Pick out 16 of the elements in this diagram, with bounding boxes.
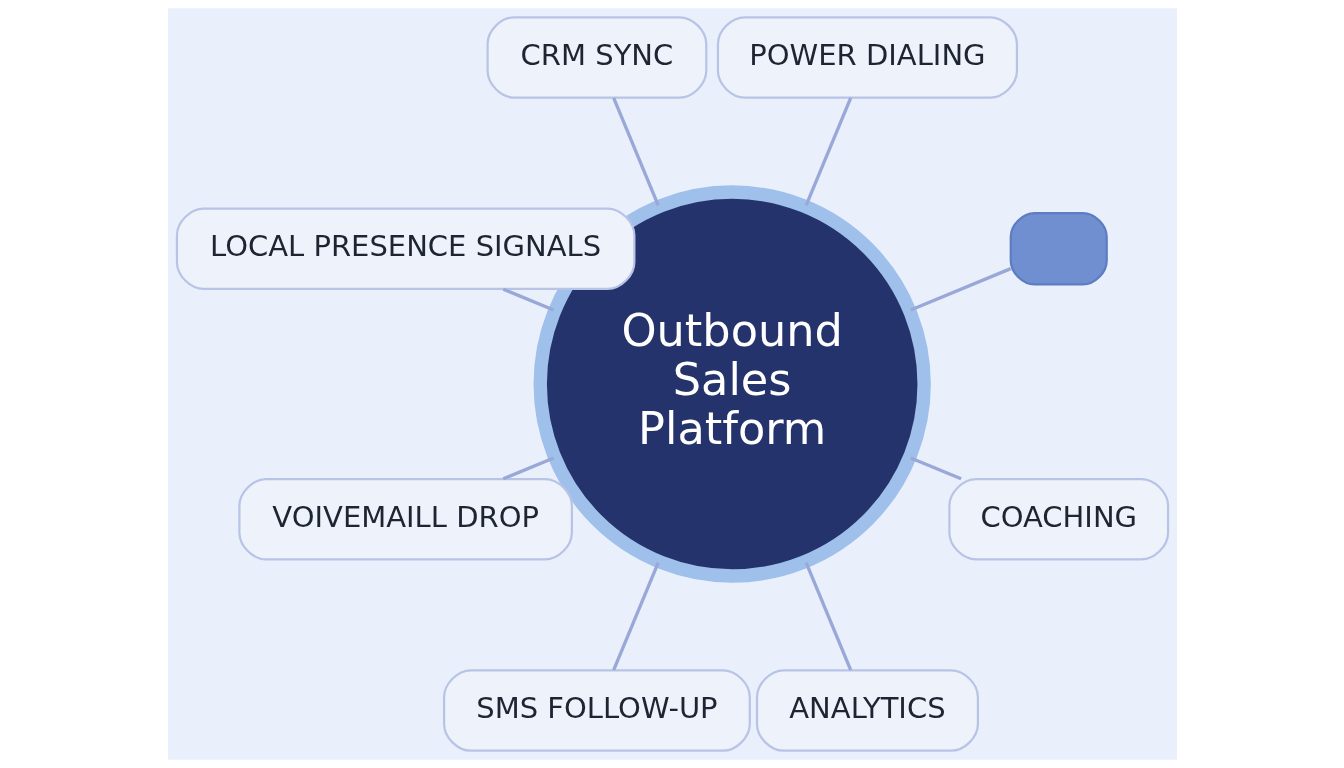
node-box: SMS FOLLOW-UP — [442, 669, 751, 752]
node-box: LOCAL PRESENCE SIGNALS — [175, 207, 635, 291]
node-box — [1009, 211, 1108, 286]
node-box: VOIVEMAILL DROP — [237, 477, 573, 561]
connector — [611, 561, 660, 671]
connector — [909, 456, 962, 481]
connector — [611, 97, 660, 207]
connector — [502, 456, 554, 481]
connector — [804, 97, 852, 207]
connector — [502, 287, 554, 312]
node-box: CRM SYNC — [486, 16, 707, 99]
node-box: POWER DIALING — [716, 16, 1018, 99]
node-box: ANALYTICS — [755, 669, 979, 752]
connector — [804, 561, 852, 671]
node-box: COACHING — [947, 477, 1169, 561]
connector — [909, 267, 1011, 312]
